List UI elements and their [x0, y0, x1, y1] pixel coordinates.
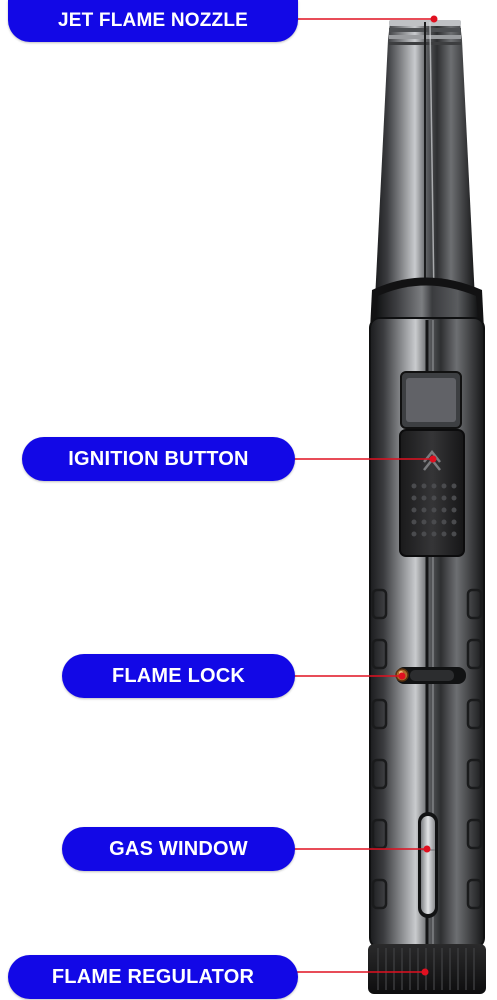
callout-jet-flame-nozzle: JET FLAME NOZZLE	[8, 0, 298, 42]
gas-window	[418, 812, 438, 918]
callout-flame-regulator: FLAME REGULATOR	[8, 955, 298, 999]
flame-regulator-knob	[368, 944, 486, 994]
leader-lines	[293, 15, 438, 976]
shoulder	[370, 277, 484, 330]
callout-gas-window: GAS WINDOW	[62, 827, 295, 871]
nozzle	[375, 20, 475, 301]
callout-flame-lock: FLAME LOCK	[62, 654, 295, 698]
ignition-button	[399, 371, 465, 557]
callout-ignition-button: IGNITION BUTTON	[22, 437, 295, 481]
grip-ridges	[371, 588, 483, 910]
flame-lock-slot	[395, 667, 466, 684]
